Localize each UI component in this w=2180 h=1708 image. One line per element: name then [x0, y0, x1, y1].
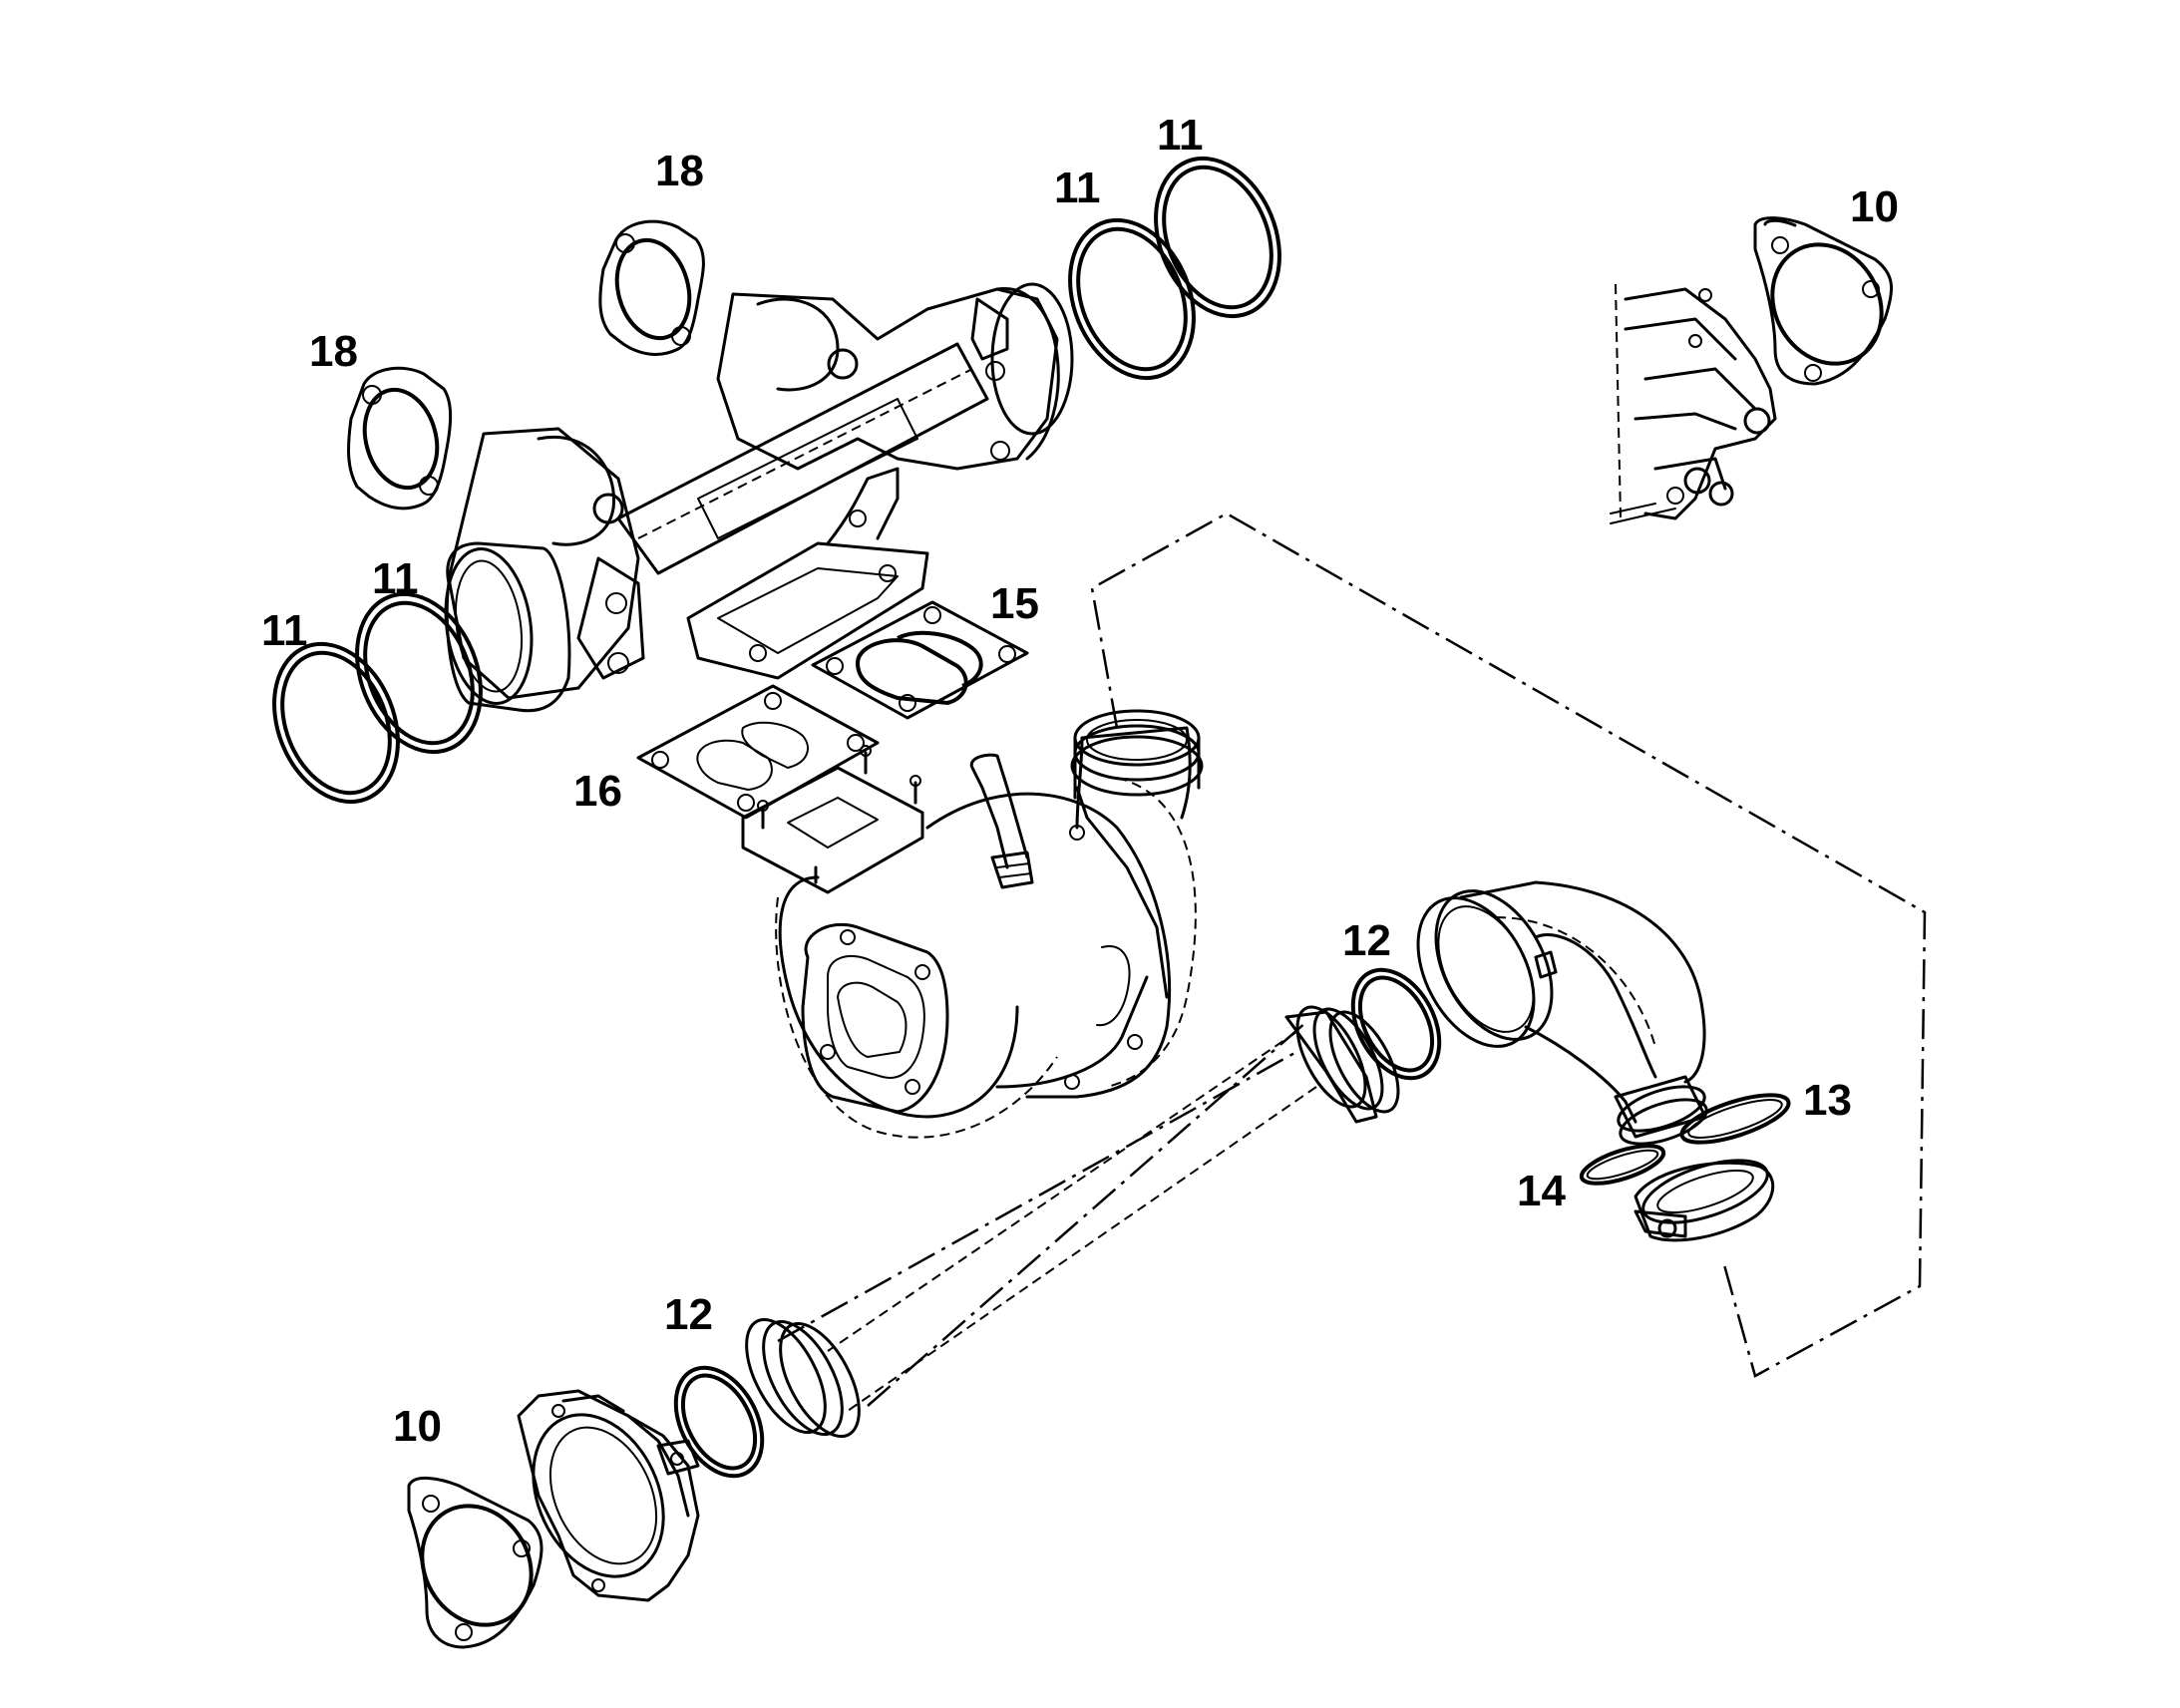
gasket-16	[636, 684, 880, 820]
seal-ring-11-b	[1154, 156, 1281, 319]
callout-14: 14	[1517, 1167, 1566, 1215]
callout-labels: 11 11 18 18 11 11 10 15 16 12 13 14 12 1…	[261, 111, 1899, 1451]
exhaust-manifold	[444, 282, 1074, 713]
seal-ring-12-upper	[1350, 967, 1442, 1081]
callout-13: 13	[1803, 1076, 1852, 1125]
callout-12: 12	[664, 1290, 713, 1339]
intake-housing	[517, 1389, 700, 1602]
callout-18: 18	[309, 327, 358, 376]
gasket-18-lower	[347, 366, 453, 511]
gasket-10-lower	[407, 1477, 544, 1649]
gasket-18-upper	[598, 219, 705, 356]
elbow-pipe	[1416, 880, 1708, 1146]
clamp-ring	[1634, 1159, 1775, 1242]
callout-10: 10	[1850, 182, 1899, 231]
seal-ring-11-c	[272, 641, 400, 805]
callout-11: 11	[261, 606, 308, 655]
callout-12: 12	[1342, 916, 1391, 965]
seal-ring-11-d	[355, 591, 483, 755]
gasket-10-upper	[1753, 216, 1894, 386]
callout-16: 16	[573, 767, 622, 816]
o-ring-14	[1579, 1144, 1666, 1186]
seal-ring-12-lower	[673, 1365, 765, 1479]
callout-11: 11	[1157, 111, 1204, 160]
assembly-guide-lines	[777, 512, 1927, 1407]
callout-18: 18	[655, 147, 704, 195]
callout-15: 15	[990, 579, 1039, 628]
charge-air-pipe	[745, 1005, 1400, 1439]
gasket-15	[811, 600, 1029, 720]
engine-bracket-housing	[1610, 283, 1777, 524]
callout-10: 10	[393, 1402, 442, 1451]
callout-11: 11	[372, 554, 419, 603]
callout-11: 11	[1054, 164, 1101, 212]
o-ring-13	[1679, 1093, 1791, 1145]
turbocharger	[741, 709, 1204, 1139]
seal-ring-11-a	[1068, 217, 1196, 381]
